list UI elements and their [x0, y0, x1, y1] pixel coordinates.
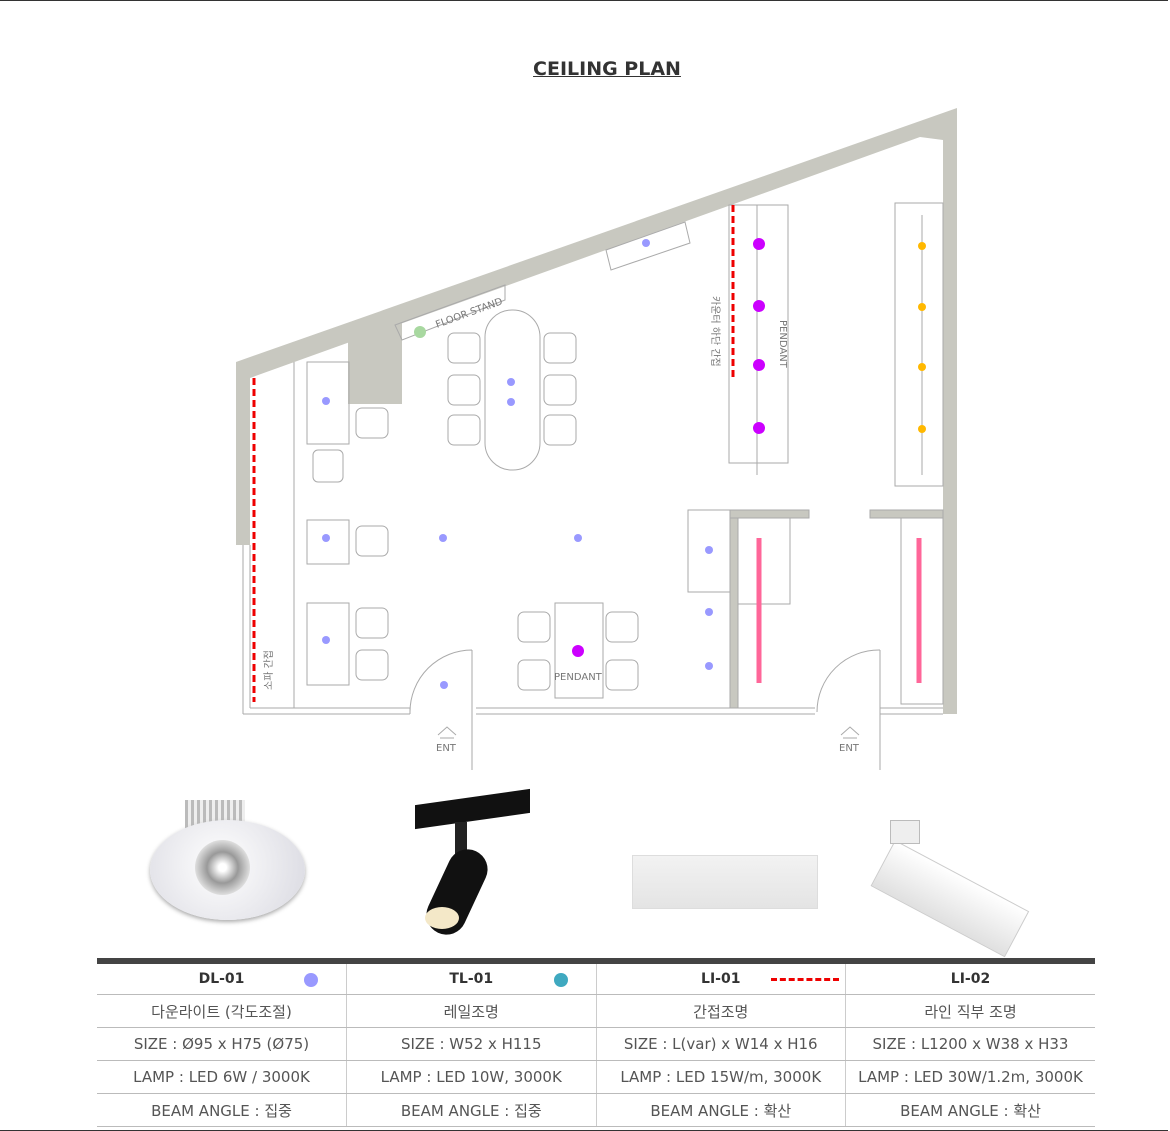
cell: 라인 직부 조명 — [845, 994, 1095, 1028]
sofa-indirect-label: 소파 간접 — [263, 650, 275, 690]
tl-01-image — [415, 788, 535, 942]
page-title: CEILING PLAN — [533, 58, 681, 80]
table-header-row: DL-01 TL-01 LI-01 LI-02 — [97, 958, 1095, 995]
li-01-symbol — [771, 978, 839, 981]
cell: LAMP : LED 15W/m, 3000K — [595, 1060, 846, 1094]
dl-01-light — [642, 239, 650, 247]
cell: BEAM ANGLE : 확산 — [845, 1093, 1095, 1127]
dl-01-light — [705, 662, 713, 670]
cell: SIZE : W52 x H115 — [346, 1027, 596, 1061]
spec-table: DL-01 TL-01 LI-01 LI-02 다운라이트 (각도조절)레일조명… — [97, 958, 1095, 1127]
li-01-image — [632, 855, 818, 909]
dl-01-light — [705, 546, 713, 554]
walls — [236, 108, 957, 714]
dl-01-light — [322, 636, 330, 644]
header-label: LI-02 — [950, 971, 991, 987]
cell: 레일조명 — [346, 994, 596, 1028]
cell: BEAM ANGLE : 확산 — [595, 1093, 846, 1127]
cell: SIZE : L(var) x W14 x H16 — [595, 1027, 846, 1061]
dl-01-light — [440, 681, 448, 689]
cell: BEAM ANGLE : 집중 — [97, 1093, 347, 1127]
cell: LAMP : LED 6W / 3000K — [97, 1060, 347, 1094]
cell: SIZE : L1200 x W38 x H33 — [845, 1027, 1095, 1061]
li-02-image — [870, 820, 1030, 958]
pendant-label: PENDANT — [777, 320, 788, 369]
pendant-light — [753, 300, 765, 312]
dl-01-symbol — [304, 973, 318, 987]
pendant-light — [753, 359, 765, 371]
header-dl-01: DL-01 — [97, 958, 347, 995]
dl-01-light — [705, 608, 713, 616]
pendant-light — [753, 238, 765, 250]
cell: LAMP : LED 10W, 3000K — [346, 1060, 596, 1094]
pendant-label: PENDANT — [554, 672, 603, 683]
yellow-light — [918, 363, 926, 371]
cell: 간접조명 — [595, 994, 846, 1028]
dl-01-image — [150, 800, 305, 920]
dl-01-light — [322, 397, 330, 405]
cell: 다운라이트 (각도조절) — [97, 994, 347, 1028]
header-label: DL-01 — [198, 971, 245, 987]
yellow-light — [918, 303, 926, 311]
counter-indirect-label: 카운터 하단 간접 — [709, 296, 722, 367]
floor-stand-light — [414, 326, 426, 338]
header-tl-01: TL-01 — [346, 958, 596, 995]
header-li-01: LI-01 — [595, 958, 846, 995]
dl-01-light — [322, 534, 330, 542]
yellow-light — [918, 242, 926, 250]
cell: LAMP : LED 30W/1.2m, 3000K — [845, 1060, 1095, 1094]
pendant-light — [753, 422, 765, 434]
header-label: LI-01 — [701, 971, 741, 987]
dl-01-light — [574, 534, 582, 542]
column — [348, 323, 402, 404]
cell: BEAM ANGLE : 집중 — [346, 1093, 596, 1127]
dl-01-light — [439, 534, 447, 542]
header-label: TL-01 — [449, 971, 494, 987]
pendant-light — [572, 645, 584, 657]
cell: SIZE : Ø95 x H75 (Ø75) — [97, 1027, 347, 1061]
ent-label: ENT — [436, 743, 457, 754]
yellow-light — [918, 425, 926, 433]
tl-01-symbol — [553, 973, 568, 987]
header-li-02: LI-02 — [845, 958, 1095, 995]
dl-01-light — [507, 378, 515, 386]
ent-label: ENT — [839, 743, 860, 754]
ceiling-plan: FLOOR STAND PENDANT PENDANT ENT ENT 카운터 … — [236, 108, 957, 770]
dl-01-light — [507, 398, 515, 406]
